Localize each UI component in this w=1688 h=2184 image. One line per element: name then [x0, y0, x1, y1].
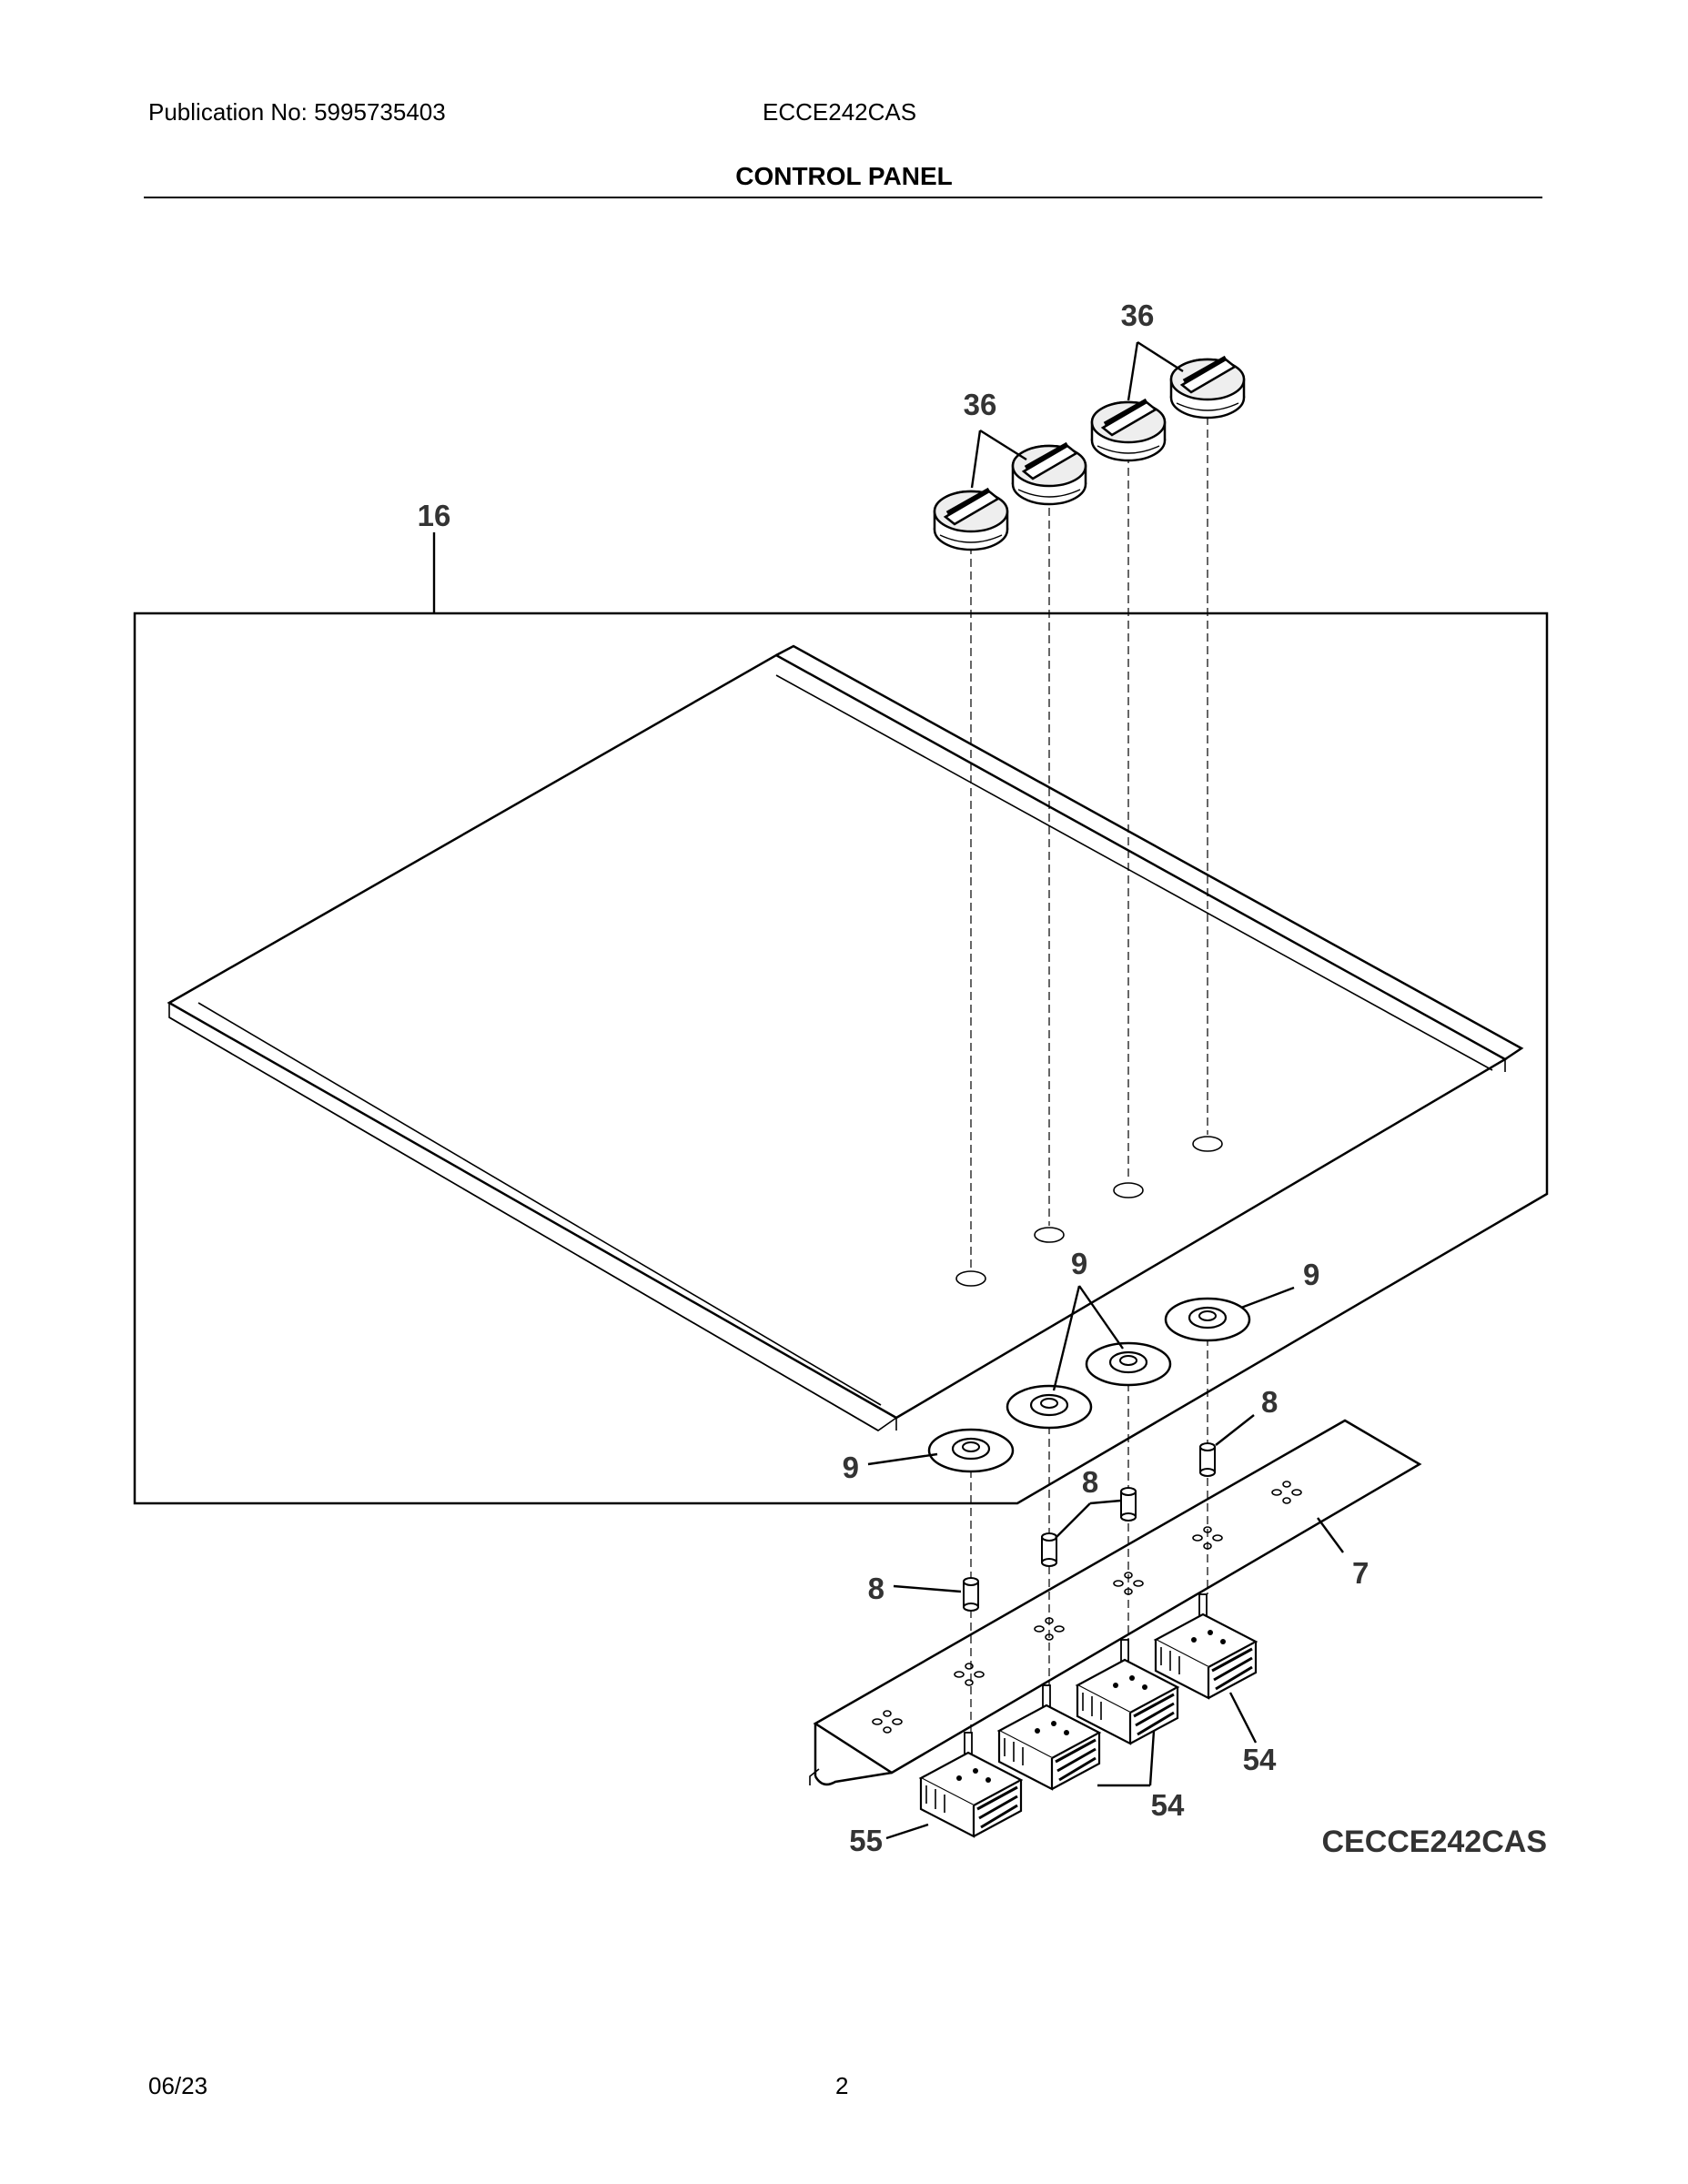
callout-spacer-right: 8: [1261, 1385, 1278, 1419]
callout-knob-pair-right: 36: [1121, 298, 1155, 332]
callout-ring-center: 9: [1071, 1247, 1087, 1280]
bezel-ring: [1164, 1297, 1251, 1342]
callout-switch-right: 54: [1243, 1743, 1277, 1776]
glass-panel: [167, 644, 1524, 1431]
page-number: 2: [835, 2072, 849, 2099]
callout-knob-pair-left: 36: [964, 388, 997, 421]
callout-spacer-left: 8: [868, 1572, 884, 1605]
knob: [1092, 400, 1165, 460]
knob: [1171, 358, 1244, 418]
section-title: CONTROL PANEL: [735, 162, 953, 190]
callout-ring-right: 9: [1303, 1258, 1319, 1291]
callout-bracket: 7: [1352, 1556, 1369, 1590]
bezel-ring: [1085, 1341, 1172, 1387]
model-number: ECCE242CAS: [763, 98, 917, 126]
spacer: [1199, 1442, 1216, 1477]
callout-switch-center: 54: [1151, 1788, 1185, 1822]
diagram-code: CECCE242CAS: [1321, 1825, 1547, 1859]
spacer: [963, 1577, 979, 1612]
knob: [935, 490, 1007, 550]
callout-spacer-center: 8: [1082, 1465, 1098, 1499]
callout-ring-left: 9: [843, 1451, 859, 1484]
callout-control-panel: 16: [418, 499, 451, 532]
spacer: [1120, 1487, 1137, 1522]
callout-switch-left: 55: [849, 1824, 883, 1857]
leader-lines: [432, 340, 1344, 1840]
publication-number: Publication No: 5995735403: [148, 98, 446, 126]
spacer: [1041, 1532, 1057, 1567]
header-rule: [144, 197, 1542, 198]
bezel-ring: [1006, 1384, 1093, 1430]
switch-bracket: [809, 1419, 1422, 1786]
bezel-ring: [927, 1428, 1015, 1473]
alignment-lines: [970, 417, 1208, 1743]
knob: [1013, 444, 1086, 504]
control-panel-outline: [133, 612, 1549, 1505]
footer-date: 06/23: [148, 2072, 208, 2099]
